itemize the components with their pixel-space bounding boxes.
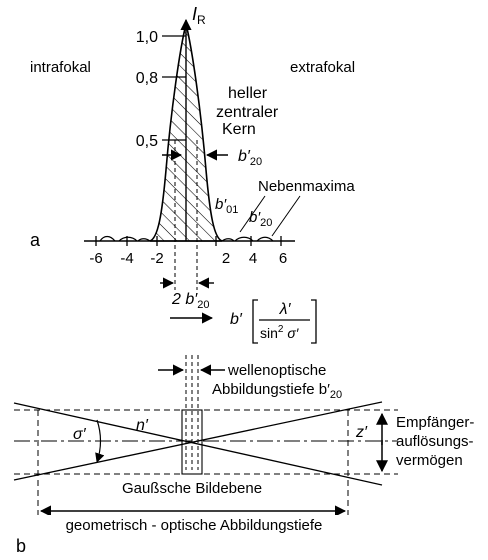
secondary-maxima-label: Nebenmaxima xyxy=(258,178,355,195)
n-label: n′ xyxy=(136,417,149,434)
x-tick-minus-4: -4 xyxy=(120,250,133,267)
wave-depth-guides xyxy=(185,355,199,470)
core-label-line1: heller xyxy=(228,85,268,102)
intensity-axis-label: IR xyxy=(192,4,206,27)
y-axis-ticks xyxy=(162,35,186,141)
scale-variable: b′ xyxy=(230,311,243,328)
ray-upper xyxy=(13,402,383,486)
sigma-label: σ′ xyxy=(73,426,87,443)
z-label: z′ xyxy=(355,424,368,441)
y-tick-1-0: 1,0 xyxy=(136,29,158,46)
part-a-intensity-plot: 1,0 0,8 0,5 -6 -4 -2 2 4 6 IR intrafokal… xyxy=(30,4,355,344)
receiver-label-line1: Empfänger- xyxy=(396,414,474,431)
y-tick-0-5: 0,5 xyxy=(136,133,158,150)
scale-denominator: sin2 σ′ xyxy=(260,324,300,341)
geometric-depth-label-bg xyxy=(44,515,344,535)
secondary-leader-2 xyxy=(271,195,301,237)
extrafokal-label: extrafokal xyxy=(290,59,355,76)
aperture-angle-arc xyxy=(95,419,105,463)
resolution-bounds xyxy=(14,409,398,475)
b20-side-label: b′20 xyxy=(249,209,272,229)
gauss-plane-label: Gaußsche Bildebene xyxy=(122,480,262,497)
x-tick-minus-2: -2 xyxy=(150,250,163,267)
core-label-line3: Kern xyxy=(222,121,256,138)
receiver-label-line3: vermögen xyxy=(396,452,463,469)
x-tick-minus-6: -6 xyxy=(89,250,102,267)
wave-depth-box xyxy=(181,409,203,475)
double-width-label: 2 b′20 xyxy=(171,291,210,311)
receiver-label-line2: auflösungs- xyxy=(396,433,474,450)
x-tick-2: 2 xyxy=(222,250,230,267)
b01-label: b′01 xyxy=(215,196,238,216)
x-tick-4: 4 xyxy=(249,250,257,267)
x-tick-6: 6 xyxy=(279,250,287,267)
scale-bracket-left xyxy=(252,299,258,344)
part-b-label: b xyxy=(16,536,26,556)
width-label-b20: b′20 xyxy=(238,148,262,168)
part-a-label: a xyxy=(30,230,41,250)
core-label-line2: zentraler xyxy=(216,104,279,121)
secondary-leader-1 xyxy=(239,195,266,233)
intrafokal-label: intrafokal xyxy=(30,59,91,76)
geometric-depth-label: geometrisch - optische Abbildungstiefe xyxy=(66,517,323,534)
scale-numerator: λ′ xyxy=(279,301,292,318)
peak-width-guides xyxy=(174,140,198,290)
ray-lower xyxy=(13,401,383,481)
geometric-depth-bounds xyxy=(37,410,349,515)
scale-bracket-right xyxy=(311,299,317,344)
part-b-depth-diagram: wellenoptische Abbildungstiefe b′20 σ′ n… xyxy=(13,355,474,556)
wave-depth-label-line1: wellenoptische xyxy=(227,362,326,379)
x-axis-ticks xyxy=(95,236,282,246)
y-tick-0-8: 0,8 xyxy=(136,70,158,87)
wave-depth-label-line2: Abbildungstiefe b′20 xyxy=(212,381,342,401)
